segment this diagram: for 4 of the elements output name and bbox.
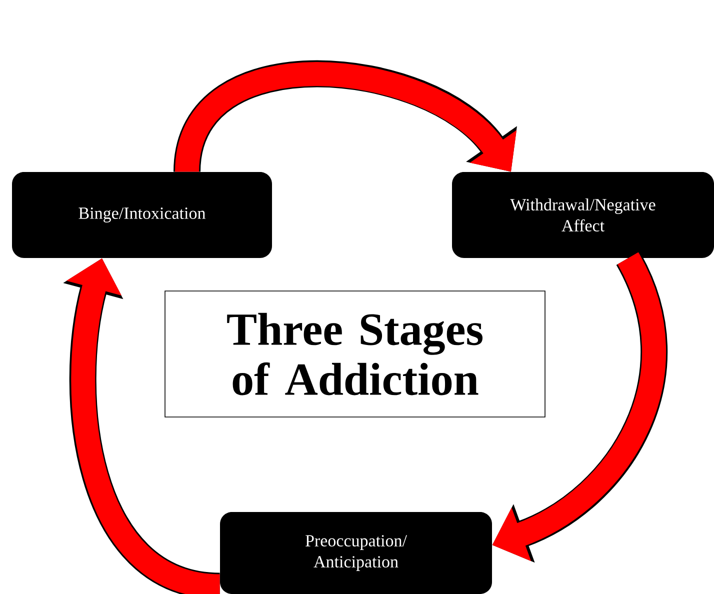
- title-box: Three Stages of Addiction: [164, 290, 546, 418]
- stage-box: Preoccupation/ Anticipation: [220, 512, 492, 594]
- stage-box: Binge/Intoxication: [12, 172, 272, 258]
- block-arrow: [174, 60, 517, 174]
